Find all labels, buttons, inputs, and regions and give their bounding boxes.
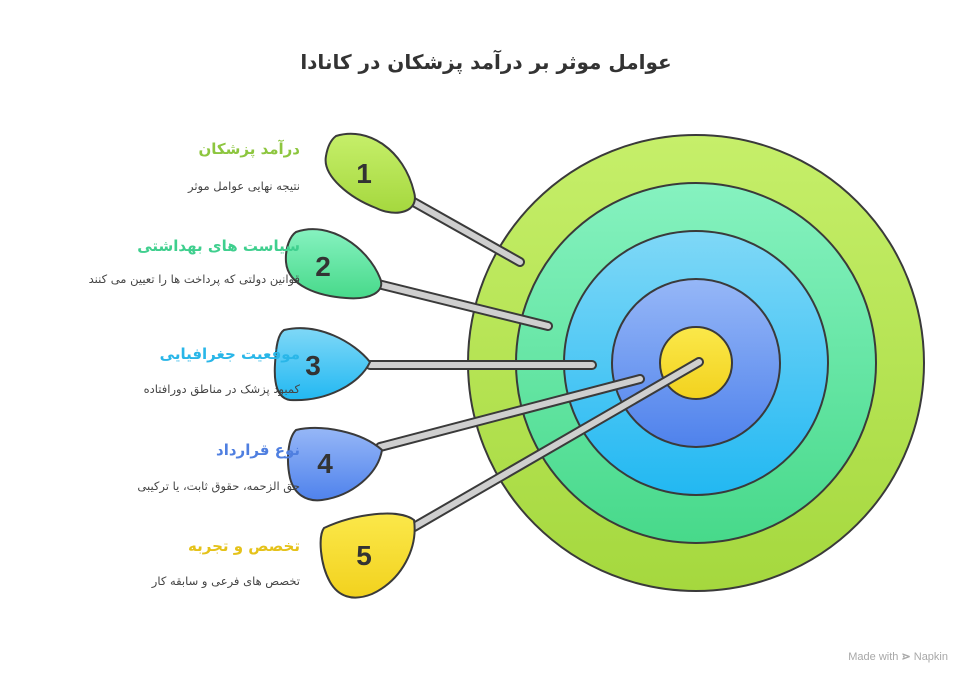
dart-1-number: 1 [356, 158, 372, 189]
made-with-text: Made with [848, 651, 899, 663]
label-4: نوع قرارداد [216, 441, 300, 459]
diagram-title: عوامل موثر بر درآمد پزشکان در کانادا [300, 50, 672, 74]
dart-4-number: 4 [317, 448, 333, 479]
dart-2-fletching [284, 228, 383, 300]
dart-1-fletching [324, 132, 416, 214]
dart-3-number: 3 [305, 350, 321, 381]
dart-4-fletching [287, 427, 384, 502]
desc-4: حق الزحمه، حقوق ثابت، یا ترکیبی [137, 479, 300, 493]
dart-2: 2 [284, 228, 553, 331]
made-with-napkin[interactable]: Made with ⋗ Napkin [848, 650, 948, 663]
dart-3: 3 [273, 327, 597, 402]
dart-3-fletching [273, 327, 372, 402]
dart-5-fletching [319, 512, 416, 599]
dart-4: 4 [287, 374, 645, 502]
label-2: سیاست های بهداشتی [137, 237, 300, 255]
desc-1: نتیجه نهایی عوامل موثر [187, 179, 300, 193]
label-5: تخصص و تجربه [188, 537, 300, 555]
dart-5: 5 [319, 357, 704, 599]
desc-3: کمبود پزشک در مناطق دورافتاده [143, 382, 300, 396]
dart-2-number: 2 [315, 251, 331, 282]
dart-5-number: 5 [356, 540, 372, 571]
brand-name: Napkin [913, 651, 948, 663]
napkin-logo-icon: ⋗ [901, 651, 911, 663]
dart-1: 1 [324, 132, 525, 267]
label-1: درآمد پزشکان [198, 140, 300, 158]
desc-5: تخصص های فرعی و سابقه کار [151, 574, 300, 588]
desc-2: قوانین دولتی که پرداخت ها را تعیین می کن… [88, 272, 300, 286]
label-3: موقعیت جغرافیایی [159, 345, 300, 363]
